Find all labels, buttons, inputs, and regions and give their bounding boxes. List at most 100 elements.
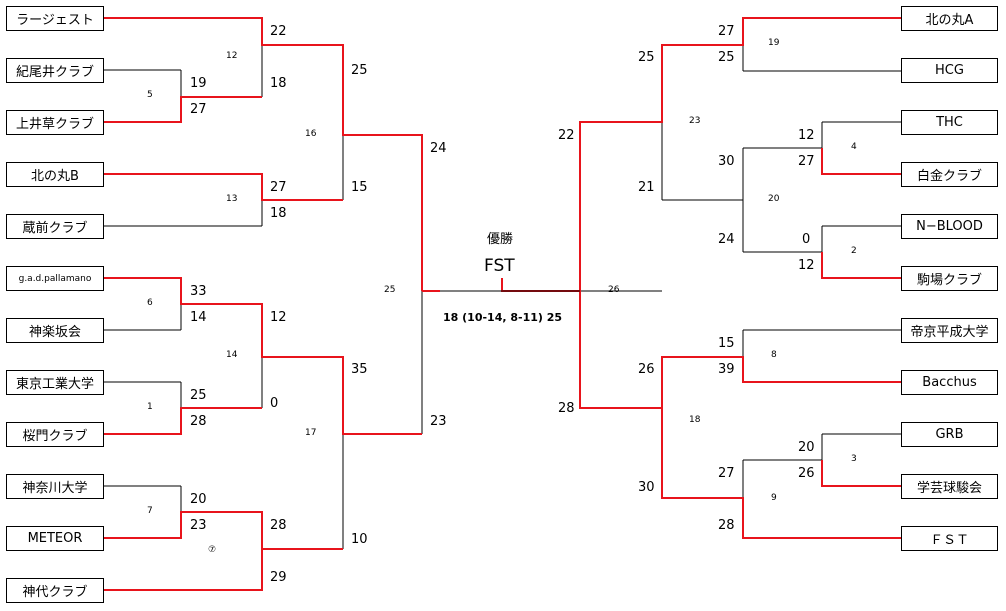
- score: 27: [718, 466, 735, 481]
- team-name: 紀尾井クラブ: [15, 65, 94, 80]
- team-name: GRB: [935, 427, 964, 442]
- team-box: 上井草クラブ: [6, 110, 104, 135]
- team-box: ＦＳＴ: [901, 526, 998, 551]
- team-box: g.a.d.pallamano: [6, 266, 104, 291]
- match-number: 20: [768, 194, 780, 204]
- score: 22: [558, 128, 575, 143]
- score: 14: [190, 310, 207, 325]
- team-name: 神楽坂会: [28, 325, 81, 340]
- score: 24: [430, 141, 447, 156]
- score: 15: [351, 180, 368, 195]
- match-number: 23: [689, 116, 701, 126]
- team-name: THC: [936, 115, 963, 130]
- right-winner-lines: [501, 17, 901, 539]
- team-box: 東京工業大学: [6, 370, 104, 395]
- team-box: 帝京平成大学: [901, 318, 998, 343]
- score: 35: [351, 362, 368, 377]
- score: 28: [190, 414, 207, 429]
- score: 25: [351, 63, 368, 78]
- match-number: 13: [226, 194, 238, 204]
- score: 12: [270, 310, 287, 325]
- score: 19: [190, 76, 207, 91]
- team-name: g.a.d.pallamano: [18, 273, 92, 284]
- score: 15: [718, 336, 735, 351]
- match-number: 6: [147, 298, 153, 308]
- score: 27: [270, 180, 287, 195]
- score: 25: [190, 388, 207, 403]
- team-box: 北の丸B: [6, 162, 104, 187]
- score: 33: [190, 284, 207, 299]
- match-number: 3: [851, 454, 857, 464]
- left-first-round-lines: [104, 45, 440, 549]
- match-number: 18: [689, 415, 701, 425]
- score: 39: [718, 362, 735, 377]
- score: 27: [190, 102, 207, 117]
- champion-name: FST: [484, 256, 515, 276]
- match-number: 16: [305, 129, 317, 139]
- score: 26: [638, 362, 655, 377]
- score: 10: [351, 532, 368, 547]
- team-box: 紀尾井クラブ: [6, 58, 104, 83]
- team-name: ラージェスト: [16, 13, 94, 28]
- score: 20: [190, 492, 207, 507]
- score: 20: [798, 440, 815, 455]
- team-box: METEOR: [6, 526, 104, 551]
- team-name: 神奈川大学: [22, 481, 88, 496]
- score: 27: [798, 154, 815, 169]
- team-name: ＦＳＴ: [929, 533, 969, 548]
- score: 25: [638, 50, 655, 65]
- team-box: 神代クラブ: [6, 578, 104, 603]
- team-name: METEOR: [27, 531, 83, 546]
- score: 18: [270, 76, 287, 91]
- score: 12: [798, 258, 815, 273]
- score: 24: [718, 232, 735, 247]
- score: 25: [718, 50, 735, 65]
- score: 23: [190, 518, 207, 533]
- match-number: 4: [851, 142, 857, 152]
- match-number: 12: [226, 51, 238, 61]
- team-box: N−BLOOD: [901, 214, 998, 239]
- score: 0: [270, 396, 279, 411]
- team-name: 白金クラブ: [916, 169, 982, 184]
- score: 28: [270, 518, 287, 533]
- team-name: 駒場クラブ: [916, 273, 982, 288]
- team-box: ラージェスト: [6, 6, 104, 31]
- team-box: 北の丸A: [901, 6, 998, 31]
- left-winner-lines: [104, 17, 423, 591]
- match-number: 5: [147, 90, 153, 100]
- team-box: THC: [901, 110, 998, 135]
- team-name: HCG: [935, 63, 964, 78]
- team-name: 学芸球駿会: [916, 481, 982, 496]
- score: 28: [718, 518, 735, 533]
- team-name: 東京工業大学: [15, 377, 94, 392]
- team-box: Bacchus: [901, 370, 998, 395]
- match-number: 2: [851, 246, 857, 256]
- team-name: 桜門クラブ: [22, 429, 88, 444]
- match-number: 17: [305, 428, 317, 438]
- match-number: 9: [771, 493, 777, 503]
- team-box: 蔵前クラブ: [6, 214, 104, 239]
- team-box: HCG: [901, 58, 998, 83]
- team-name: Bacchus: [922, 375, 977, 390]
- match-number: ⑦: [208, 545, 217, 555]
- score: 12: [798, 128, 815, 143]
- final-score: 18 (10-14, 8-11) 25: [443, 311, 563, 324]
- match-number: 26: [608, 285, 620, 295]
- team-box: 桜門クラブ: [6, 422, 104, 447]
- score: 23: [430, 414, 447, 429]
- team-box: 神奈川大学: [6, 474, 104, 499]
- score: 18: [270, 206, 287, 221]
- team-name: 蔵前クラブ: [22, 221, 88, 236]
- score: 0: [802, 232, 811, 247]
- match-number: 25: [384, 285, 396, 295]
- match-number: 1: [147, 402, 153, 412]
- team-box: 神楽坂会: [6, 318, 104, 343]
- match-number: 14: [226, 350, 238, 360]
- score: 30: [718, 154, 735, 169]
- match-number: 19: [768, 38, 780, 48]
- team-box: 駒場クラブ: [901, 266, 998, 291]
- team-box: GRB: [901, 422, 998, 447]
- match-number: 8: [771, 350, 777, 360]
- champion-title: 優勝: [487, 232, 514, 247]
- score: 29: [270, 570, 287, 585]
